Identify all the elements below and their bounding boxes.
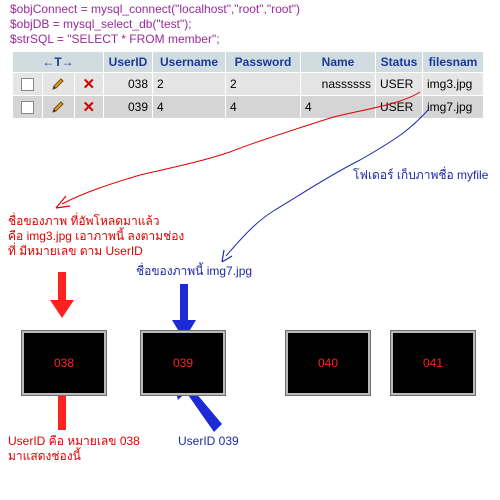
cell-username: 2 [153,73,225,95]
cell-status: USER [376,73,422,95]
box-label: 041 [422,356,444,370]
member-table: ←T→ UserID Username Password Name Status… [12,51,484,119]
cell-password: 2 [226,73,300,95]
pencil-icon[interactable] [51,100,65,114]
blue-pointer-line [225,109,429,257]
table-row: ✕ 039 4 4 4 USER img7.jpg [13,96,483,118]
column-header-name[interactable]: Name [301,52,375,72]
cell-name: 4 [301,96,375,118]
red-arrow-down [50,272,74,318]
cell-username: 4 [153,96,225,118]
red-note-line-2: คือ img3.jpg เอาภาพนี้ ลงตามช่อง [8,229,185,243]
column-header-userid[interactable]: UserID [104,52,152,72]
table-row: ✕ 038 2 2 nassssss USER img3.jpg [13,73,483,95]
cell-userid: 039 [104,96,152,118]
column-header-password[interactable]: Password [226,52,300,72]
sort-arrows-header[interactable]: ←T→ [13,52,103,72]
code-snippet: $objConnect = mysql_connect("localhost",… [10,2,300,47]
box-label: 039 [172,356,194,370]
cell-userid: 038 [104,73,152,95]
red-note-line-1: ชื่อของภาพ ที่อัพโหลดมาแล้ว [8,214,160,228]
bottom-red-line-2: มาแสดงช่องนี้ [8,449,81,463]
bottom-red-line-1: UserID คือ หมายเลข 038 [8,434,140,448]
code-line-3: $strSQL = "SELECT * FROM member"; [10,32,220,46]
row-checkbox[interactable] [13,73,43,95]
blue-note: ชื่อของภาพนี้ img7.jpg [136,264,253,278]
row-checkbox[interactable] [13,96,43,118]
image-box-039: 039 [141,331,225,395]
column-header-username[interactable]: Username [153,52,225,72]
cell-status: USER [376,96,422,118]
image-box-038: 038 [22,331,106,395]
box-label: 038 [53,356,75,370]
checkbox[interactable] [21,101,35,115]
delete-x-icon[interactable]: ✕ [82,99,96,116]
table-header-row: ←T→ UserID Username Password Name Status… [13,52,483,72]
pencil-icon[interactable] [51,77,65,91]
cell-name: nassssss [301,73,375,95]
delete-button[interactable]: ✕ [74,96,103,118]
sort-arrows-icon[interactable]: ←T→ [42,55,74,69]
cell-filesnam: img7.jpg [423,96,483,118]
box-label: 040 [317,356,339,370]
red-note: ชื่อของภาพ ที่อัพโหลดมาแล้ว คือ img3.jpg… [8,214,184,259]
delete-button[interactable]: ✕ [74,73,103,95]
bottom-red-note: UserID คือ หมายเลข 038 มาแสดงช่องนี้ [8,434,140,464]
edit-button[interactable] [43,96,74,118]
code-line-2: $objDB = mysql_select_db("test"); [10,17,192,31]
checkbox[interactable] [21,78,35,92]
folder-note: โฟเดอร์ เก็บภาพชื่อ myfile [353,168,489,182]
bottom-blue-note: UserID 039 [178,434,239,448]
code-line-1: $objConnect = mysql_connect("localhost",… [10,2,301,16]
red-pointer-head [55,195,71,209]
column-header-filesnam[interactable]: filesnam [423,52,483,72]
delete-x-icon[interactable]: ✕ [82,76,96,93]
column-header-status[interactable]: Status [376,52,422,72]
red-note-line-3: ที่ มีหมายเลข ตาม UserID [8,244,143,258]
blue-pointer-head [221,249,233,263]
image-box-041: 041 [391,331,475,395]
cell-filesnam: img3.jpg [423,73,483,95]
image-box-040: 040 [286,331,370,395]
cell-password: 4 [226,96,300,118]
edit-button[interactable] [43,73,74,95]
